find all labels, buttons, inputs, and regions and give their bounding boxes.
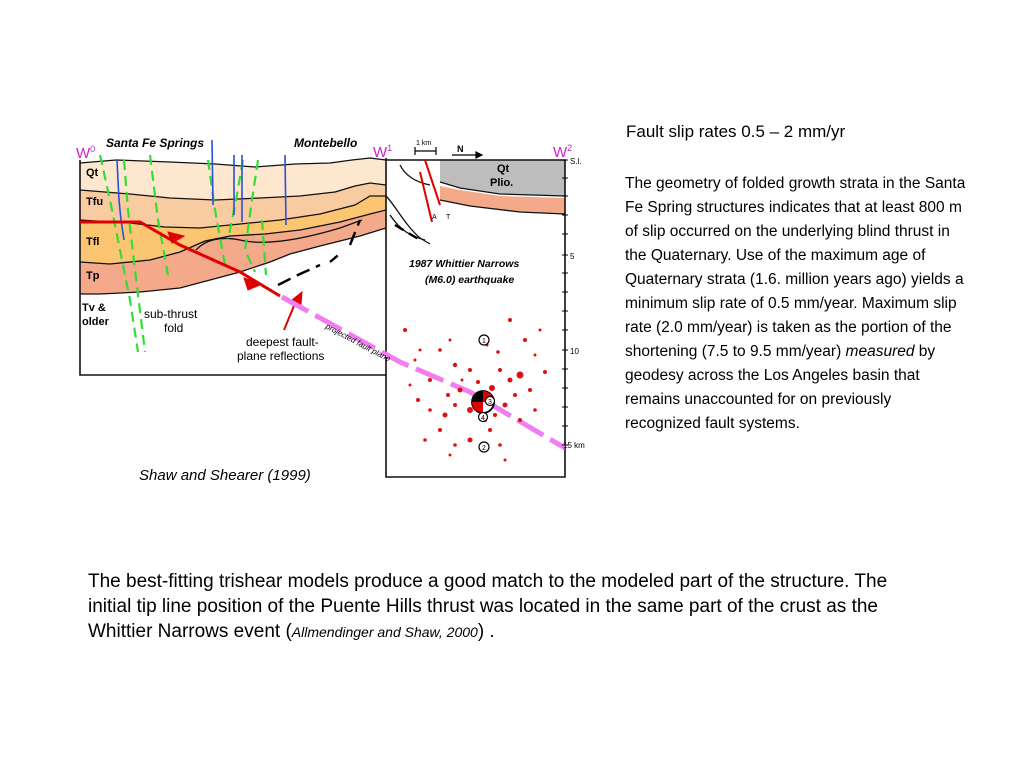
montebello-label: Montebello [294, 136, 357, 150]
event-markers [477, 334, 496, 453]
fault-a-label: A [432, 214, 437, 221]
unit-tv-label-line2: older [82, 316, 110, 328]
fault-t-label: T [446, 214, 451, 221]
layer-tfu [80, 183, 386, 228]
santa-fe-springs-label: Santa Fe Springs [106, 136, 204, 150]
bottom-paragraph-main: The best-fitting trishear models produce… [88, 571, 888, 642]
subthrust-fold-label-line1: sub-thrust [144, 307, 198, 321]
deepest-reflections-label-line2: plane reflections [237, 349, 324, 363]
event-1-label: 1 [482, 338, 486, 345]
black-dashed-reflectors [277, 219, 421, 287]
horizon-lines [79, 157, 566, 295]
north-arrow [452, 151, 484, 159]
aftershock-cloud [403, 318, 547, 462]
earthquake-label-line1: 1987 Whittier Narrows [409, 258, 519, 270]
well-w1-label: W1 [373, 143, 392, 161]
sea-level-label: S.l. [570, 157, 582, 166]
event-2-label: 2 [482, 445, 486, 452]
inset-plio-label: Plio. [490, 177, 513, 189]
layer-inset-plio [440, 160, 565, 196]
bottom-paragraph: The best-fitting trishear models produce… [88, 569, 918, 645]
side-paragraph-after: by geodesy across the Los Angeles basin … [625, 343, 936, 432]
side-heading: Fault slip rates 0.5 – 2 mm/yr [626, 122, 846, 141]
depth-ticks [562, 159, 568, 446]
layer-tp [80, 210, 386, 294]
earthquake-label-line2: (M6.0) earthquake [425, 274, 514, 286]
event-4-label: 4 [481, 415, 485, 422]
subthrust-fold-label-line2: fold [164, 321, 183, 335]
slip-arrows [167, 231, 303, 331]
layer-inset-orange [440, 186, 565, 214]
unit-tv-label-line1: Tv & [82, 302, 106, 314]
figure-caption: Shaw and Shearer (1999) [139, 467, 311, 484]
scale-bar [414, 147, 437, 155]
stratigraphic-layers [80, 158, 565, 294]
unit-qt-label: Qt [86, 167, 99, 179]
deepest-reflections-label-line1: deepest fault- [246, 335, 319, 349]
well-w2-label: W2 [553, 143, 572, 161]
projected-fault-plane-label: projected fault plane [323, 321, 392, 364]
well-w0-label: W0 [76, 144, 95, 162]
side-paragraph-emphasis: measured [845, 343, 915, 360]
layer-qt [80, 158, 386, 200]
projected-fault-plane [280, 294, 567, 451]
inset-qt-label: Qt [497, 163, 510, 175]
thrust-fault [80, 159, 441, 298]
scale-label: 1 km [416, 140, 431, 147]
depth-15-label: 15 km [563, 441, 585, 450]
axial-surfaces [98, 154, 268, 353]
bottom-paragraph-citation: Allmendinger and Shaw, 2000 [291, 624, 478, 640]
inset-frame [385, 158, 566, 478]
side-paragraph-before: The geometry of folded growth strata in … [625, 175, 966, 360]
side-paragraph: The geometry of folded growth strata in … [625, 172, 970, 436]
unit-tfl-label: Tfl [86, 236, 99, 248]
unit-tp-label: Tp [86, 270, 100, 282]
depth-5-label: 5 [570, 252, 575, 261]
event-3-label: 3 [488, 399, 492, 406]
depth-10-label: 10 [570, 347, 579, 356]
layer-tfl [80, 196, 386, 264]
bottom-paragraph-closing: ) . [477, 621, 495, 642]
main-section-frame [79, 160, 386, 376]
event-numbers: 1 2 3 4 [481, 338, 492, 452]
section-frames [79, 158, 566, 478]
unit-tfu-label: Tfu [86, 196, 103, 208]
wells [116, 139, 287, 241]
north-label: N [457, 144, 464, 154]
